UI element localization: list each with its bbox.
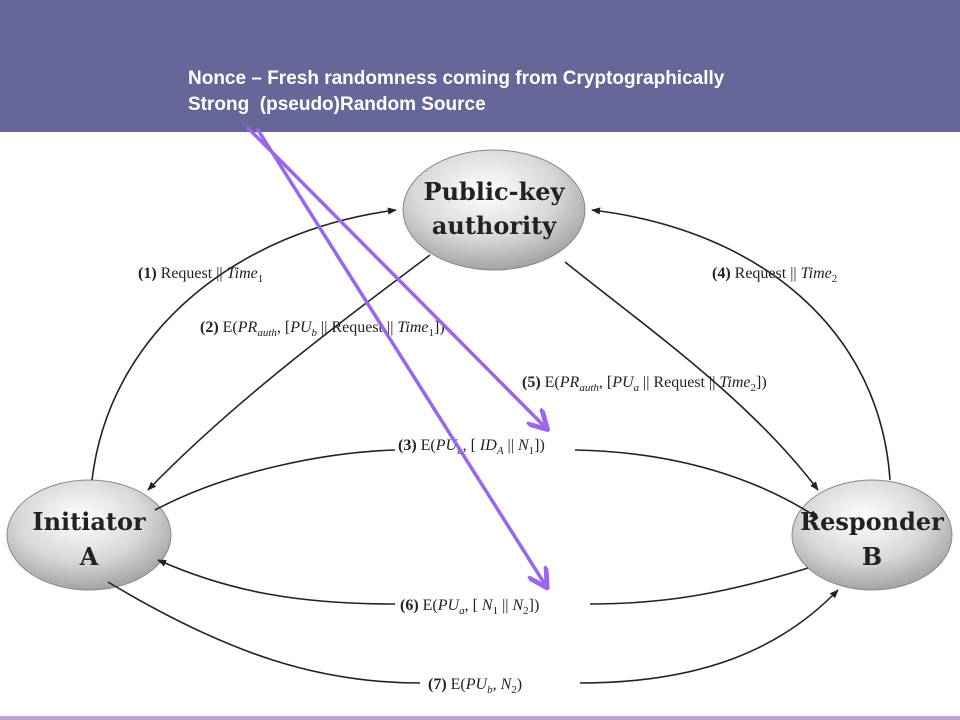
message-5: (5) E(PRauth, [PUa || Request || Time2]) [522, 374, 767, 394]
message-6: (6) E(PUa, [ N1 || N2]) [400, 597, 539, 617]
message-3: (3) E(PUb, [ IDA || N1]) [398, 437, 545, 457]
node-responder: Responder B [791, 479, 953, 591]
authority-label-line-2: authority [432, 211, 557, 240]
arrow-5 [564, 261, 819, 491]
initiator-label-line-2: A [79, 542, 99, 571]
arrow-6 [158, 560, 809, 605]
header-band [0, 0, 960, 132]
nonce-banner: Nonce – Fresh randomness coming from Cry… [188, 66, 928, 118]
message-1: (1) Request || Time1 [138, 265, 263, 285]
initiator-label-line-1: Initiator [32, 507, 146, 536]
message-4: (4) Request || Time2 [712, 265, 837, 285]
arrow-7 [107, 582, 838, 684]
node-initiator: Initiator A [6, 479, 172, 591]
arrow-4 [591, 207, 891, 481]
message-7: (7) E(PUb, N2) [428, 676, 522, 696]
footer-line [0, 716, 960, 720]
responder-label-line-2: B [862, 542, 882, 571]
arrow-3 [154, 449, 818, 518]
banner-line-1: Nonce – Fresh randomness coming from Cry… [188, 68, 725, 89]
arrow-1 [91, 207, 397, 481]
banner-line-2: Strong (pseudo)Random Source [188, 94, 486, 115]
nonce-pointer-n2 [256, 128, 546, 586]
node-public-key-authority: Public-key authority [402, 149, 586, 271]
arrow-2 [147, 254, 431, 491]
nonce-pointer-n1 [246, 126, 546, 428]
message-2: (2) E(PRauth, [PUb || Request || Time1]) [200, 319, 445, 339]
responder-label-line-1: Responder [800, 507, 944, 536]
authority-label-line-1: Public-key [424, 177, 566, 206]
